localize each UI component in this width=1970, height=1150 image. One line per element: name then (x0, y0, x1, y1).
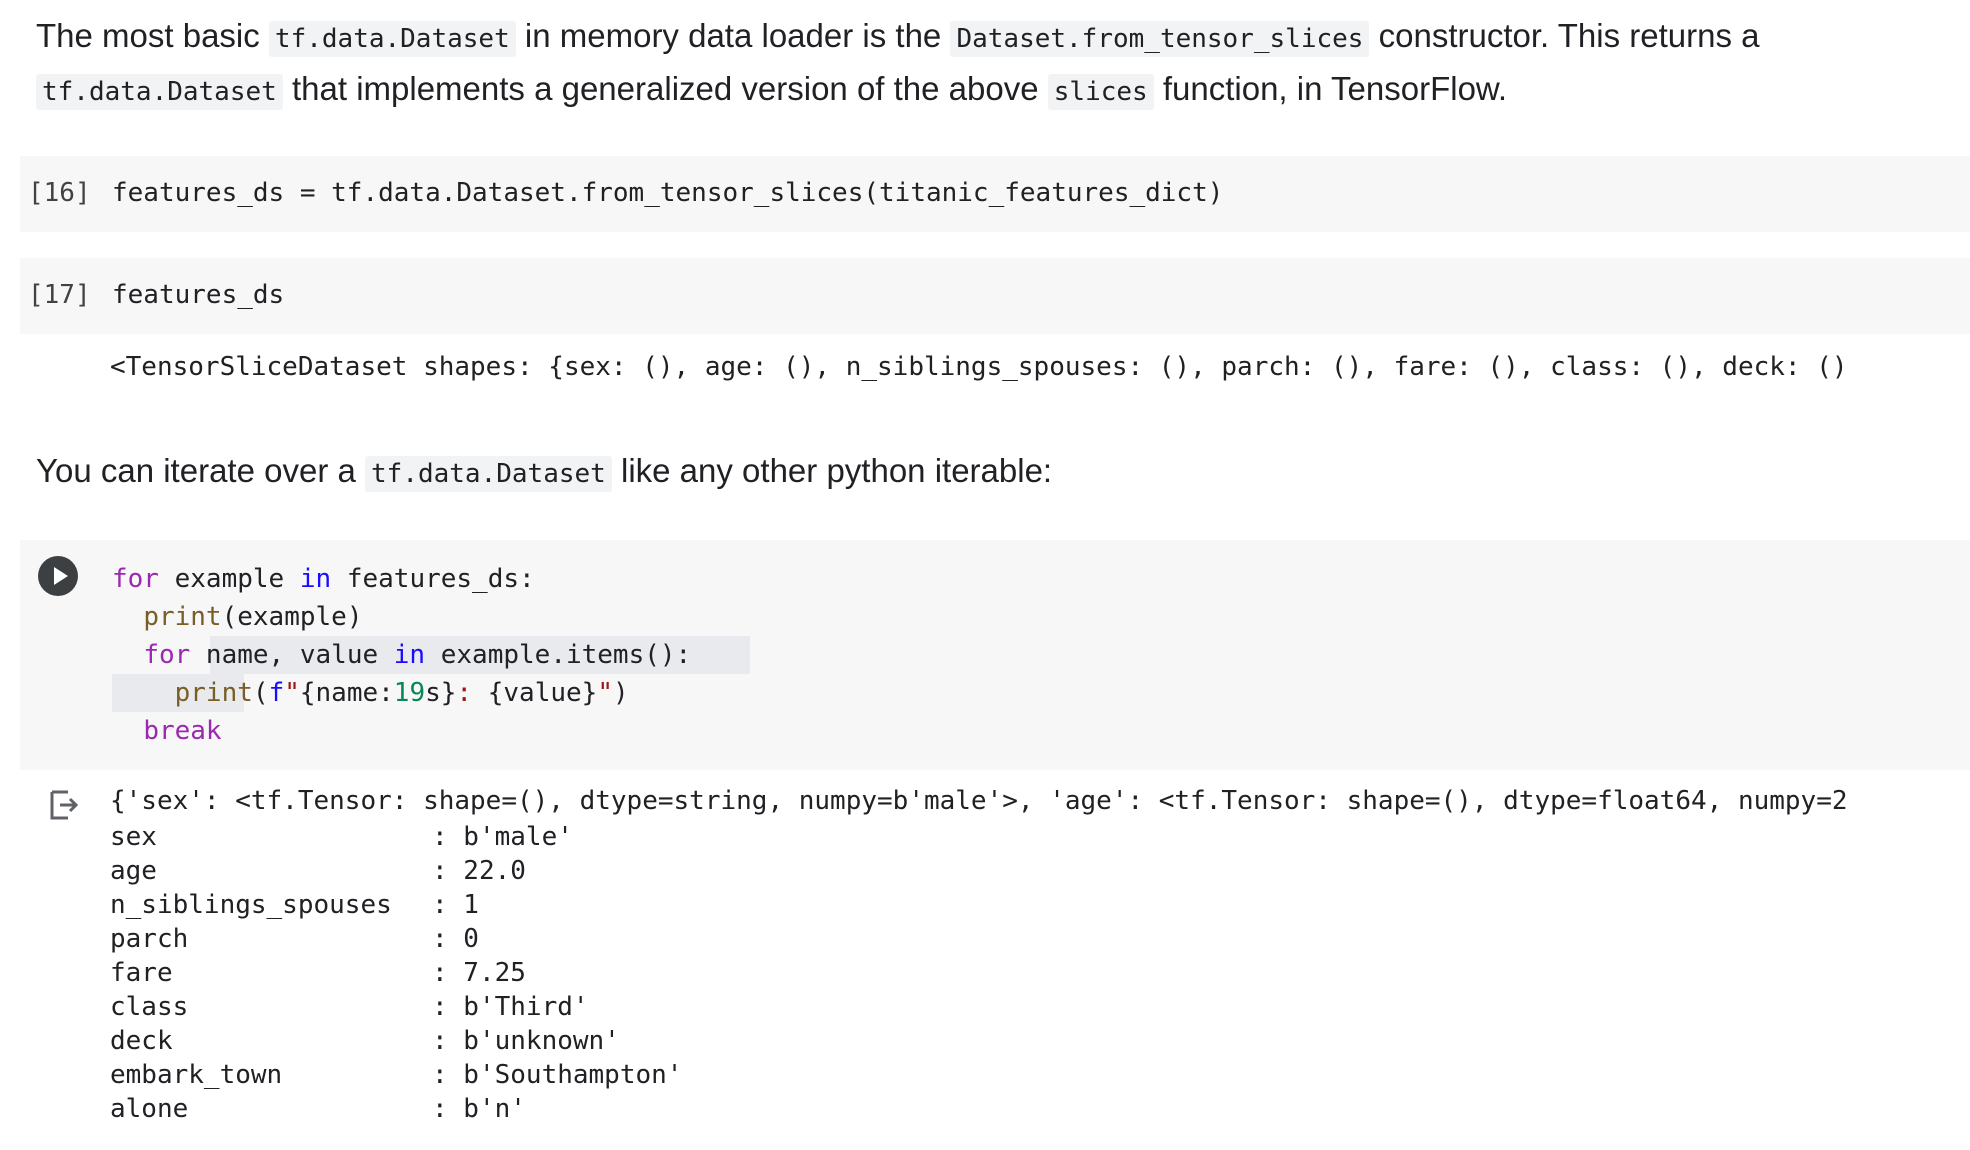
output-row-key: alone (110, 1094, 189, 1124)
output-row-key: parch (110, 924, 189, 954)
output-row-value: : b'Southampton' (432, 1060, 683, 1090)
output-row-value: : b'unknown' (432, 1026, 620, 1056)
selection-highlight (210, 636, 750, 674)
code-cell-16[interactable]: [16] features_ds = tf.data.Dataset.from_… (20, 156, 1970, 232)
inline-code: Dataset.from_tensor_slices (950, 21, 1370, 57)
code-line-5[interactable]: break (143, 716, 222, 746)
intro-line-2: tf.data.Dataset that implements a genera… (36, 64, 1916, 117)
code-line-4[interactable]: print(f"{name:19s}: {value}") (174, 678, 629, 708)
output-row-key: deck (110, 1026, 173, 1056)
output-row-value: : b'n' (432, 1094, 526, 1124)
code-line[interactable]: features_ds (112, 280, 285, 310)
output-row: alone : b'n' (110, 1092, 682, 1126)
output-arrow-icon[interactable] (46, 788, 80, 822)
code-cell-loop[interactable]: for example in features_ds: print(exampl… (20, 540, 1970, 770)
output-row-value: : 22.0 (432, 856, 526, 886)
code-line-1[interactable]: for example in features_ds: (112, 564, 535, 594)
code-line[interactable]: features_ds = tf.data.Dataset.from_tenso… (112, 178, 1224, 208)
output-row: class : b'Third' (110, 990, 682, 1024)
loop-output-rows: sex : b'male' age : 22.0 n_siblings_spouses:… (110, 820, 682, 1126)
output-row: fare : 7.25 (110, 956, 682, 990)
code-cell-17[interactable]: [17] features_ds (20, 258, 1970, 334)
output-row: n_siblings_spouses : 1 (110, 888, 682, 922)
output-row-value: : 1 (432, 890, 479, 920)
cell-17-output: <TensorSliceDataset shapes: {sex: (), ag… (110, 352, 1848, 382)
inline-code: tf.data.Dataset (365, 456, 612, 492)
output-row-key: sex (110, 822, 157, 852)
output-row-key: n_siblings_spouses (110, 890, 392, 920)
output-row: embark_town : b'Southampton' (110, 1058, 682, 1092)
code-line-2[interactable]: print(example) (143, 602, 363, 632)
inline-code: tf.data.Dataset (268, 21, 516, 57)
output-row-value: : b'male' (432, 822, 573, 852)
inline-code: slices (1047, 74, 1154, 110)
execution-count: [16] (28, 178, 91, 208)
inline-code: tf.data.Dataset (36, 74, 283, 110)
output-row-key: fare (110, 958, 173, 988)
markdown-cell-intro: The most basic tf.data.Dataset in memory… (36, 11, 1916, 117)
output-row: deck : b'unknown' (110, 1024, 682, 1058)
play-icon[interactable] (38, 556, 78, 596)
intro-line-1: The most basic tf.data.Dataset in memory… (36, 11, 1916, 64)
execution-count: [17] (28, 280, 91, 310)
loop-output-first-line: {'sex': <tf.Tensor: shape=(), dtype=stri… (110, 786, 1848, 816)
output-row-value: : b'Third' (432, 992, 589, 1022)
code-line-3[interactable]: for name, value in example.items(): (143, 640, 692, 670)
output-row-key: age (110, 856, 157, 886)
output-row-key: class (110, 992, 189, 1022)
output-row: age : 22.0 (110, 854, 682, 888)
output-row: sex : b'male' (110, 820, 682, 854)
output-row-key: embark_town (110, 1060, 283, 1090)
selection-highlight (112, 674, 244, 712)
output-row-value: : 7.25 (432, 958, 526, 988)
output-row-value: : 0 (432, 924, 479, 954)
markdown-cell-iterate: You can iterate over a tf.data.Dataset l… (36, 446, 1916, 499)
output-row: parch : 0 (110, 922, 682, 956)
